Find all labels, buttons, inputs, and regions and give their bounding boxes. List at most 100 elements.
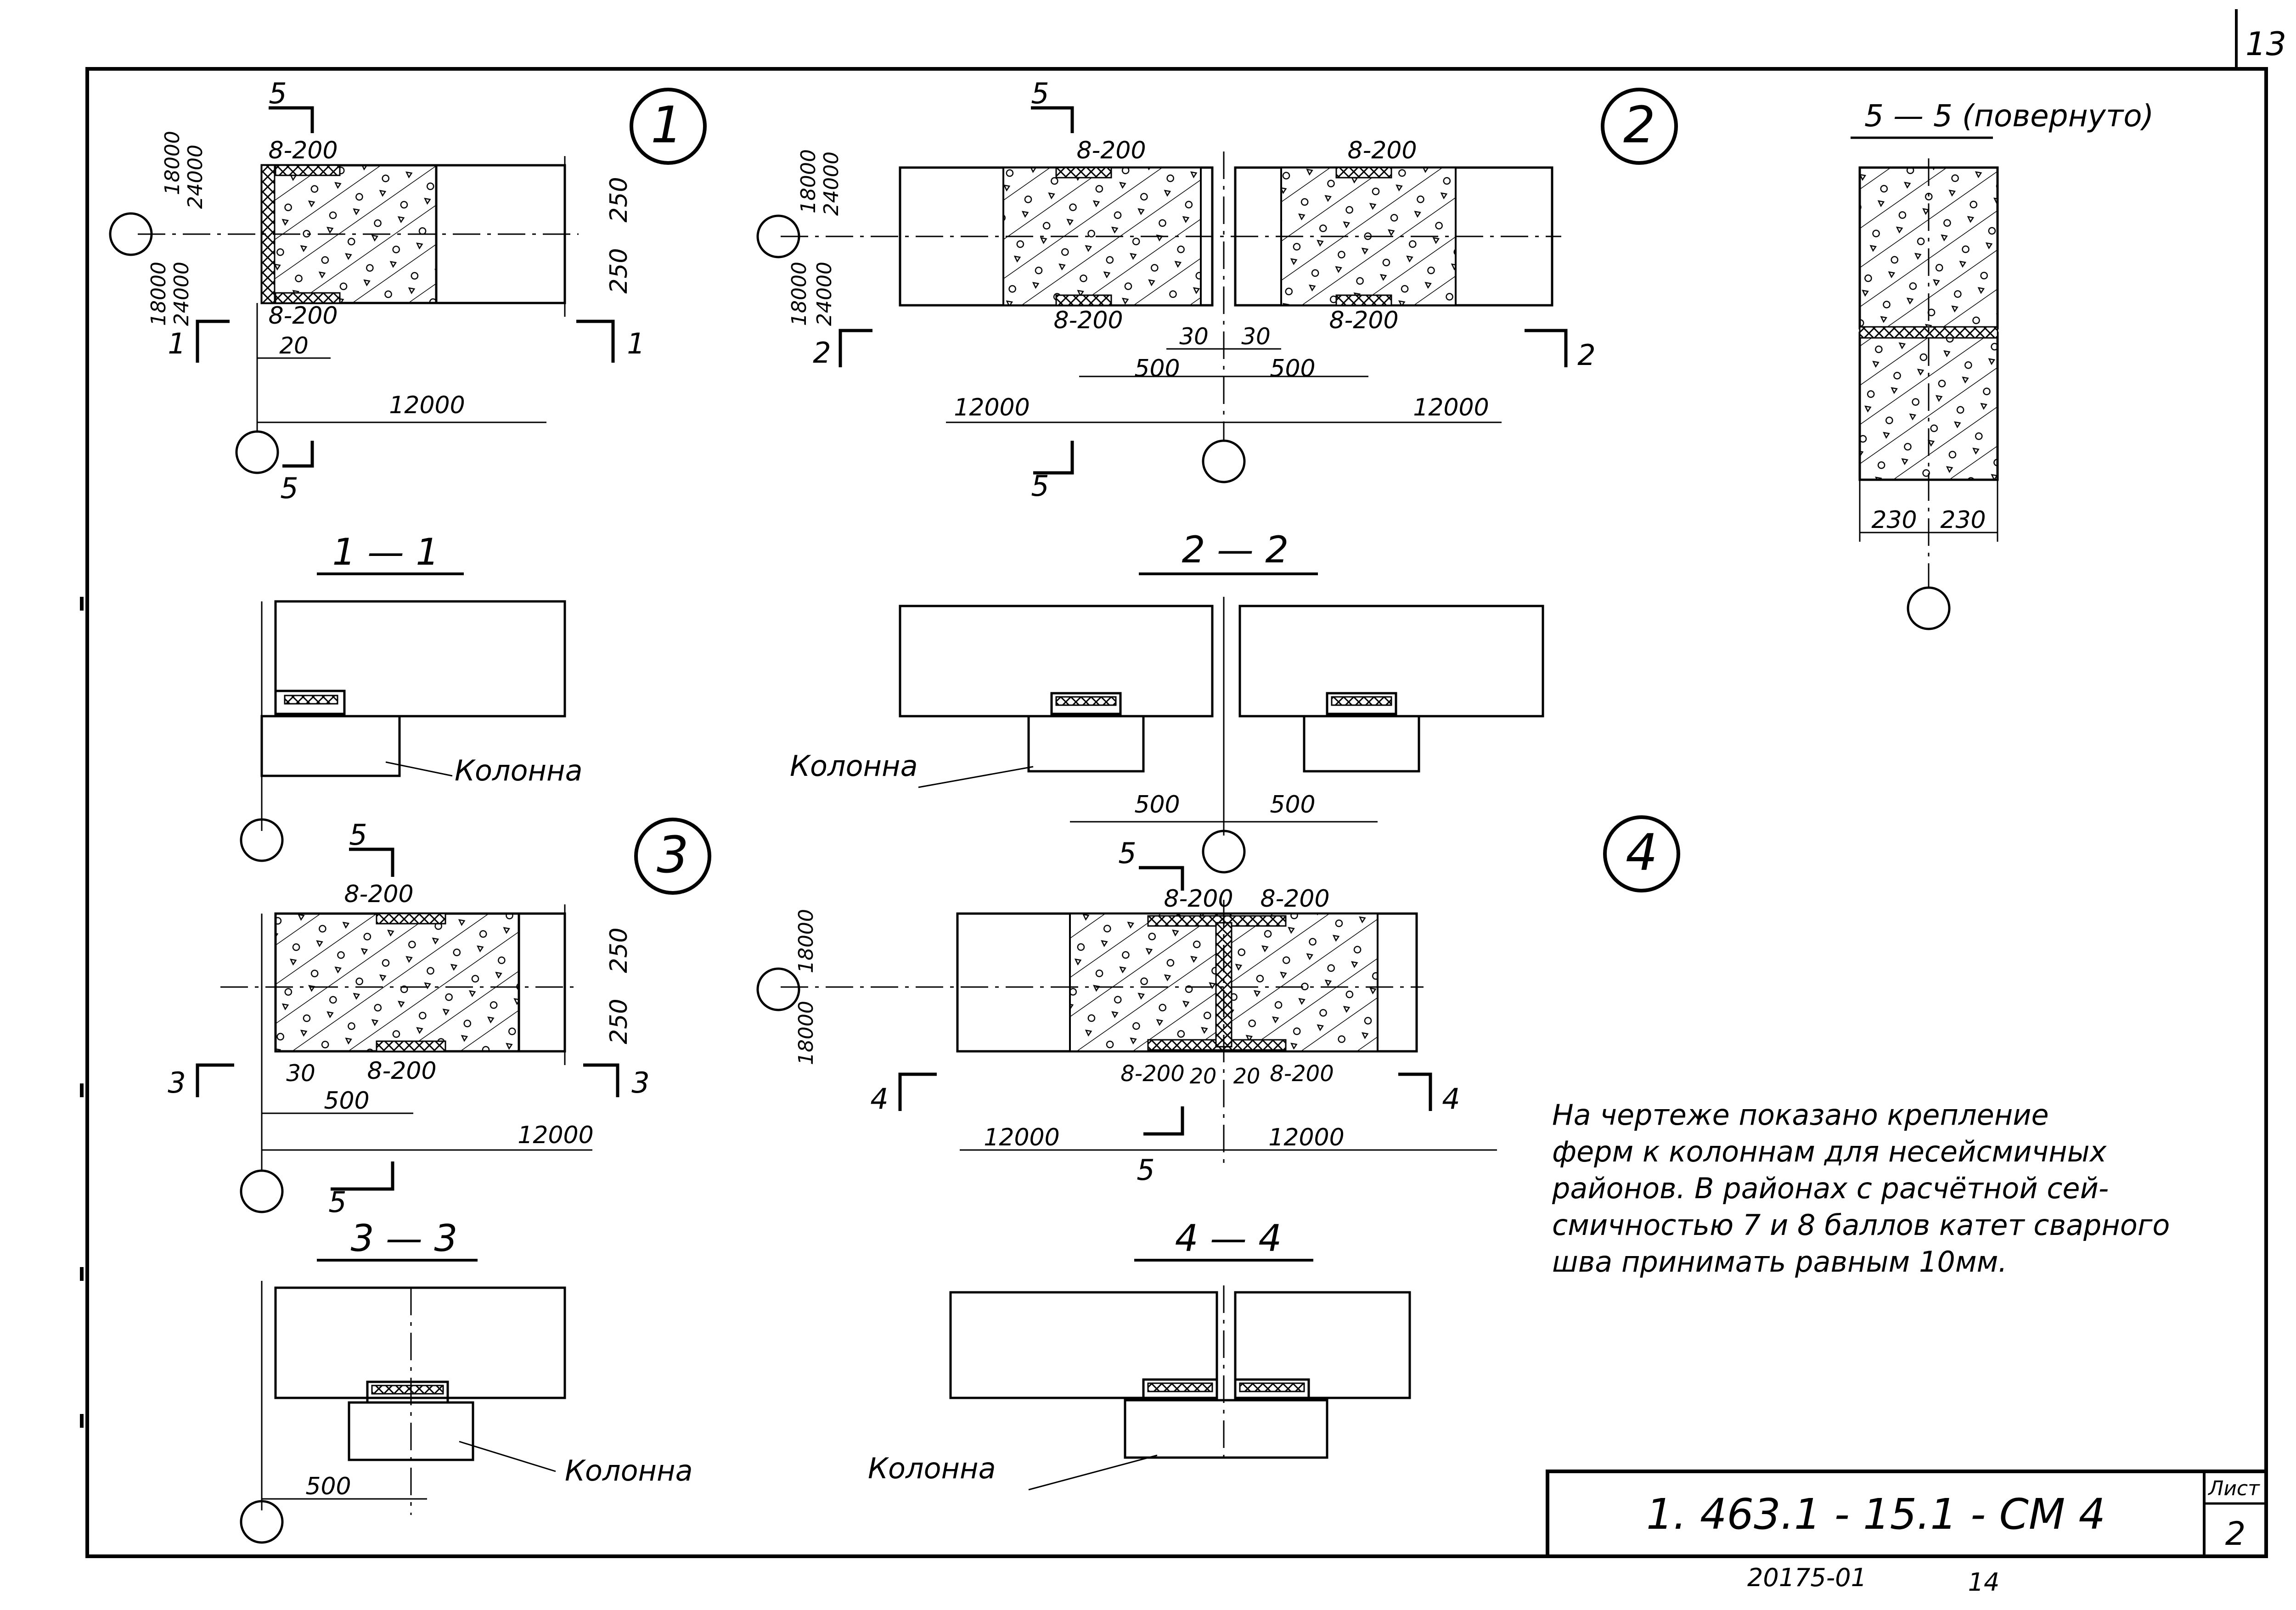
dim-24000: 24000 xyxy=(820,151,843,216)
section-mark-5: 5 xyxy=(1137,1153,1154,1187)
section-5-5-drawing xyxy=(1858,158,1999,630)
section-4-4-title: 4 — 4 xyxy=(1175,1217,1282,1260)
dim-12000: 12000 xyxy=(389,392,465,419)
dim-18000: 18000 xyxy=(797,149,820,213)
dim-500: 500 xyxy=(1134,355,1180,382)
section-mark-3: 3 xyxy=(631,1066,649,1100)
section-2-2-title: 2 — 2 xyxy=(1182,528,1289,571)
list-label: Лист xyxy=(2207,1477,2260,1500)
dim-weld: 8-200 xyxy=(1120,1061,1184,1087)
dim-30: 30 xyxy=(1179,323,1209,350)
dim-18000: 18000 xyxy=(794,1001,818,1065)
dim-12000: 12000 xyxy=(1268,1124,1344,1151)
axis-bubble xyxy=(240,1500,284,1544)
list-number: 2 xyxy=(2225,1515,2246,1553)
axis-bubble xyxy=(109,212,153,256)
archive-number: 20175-01 xyxy=(1747,1563,1867,1592)
dim-250: 250 xyxy=(605,177,633,222)
section-mark-5: 5 xyxy=(1031,469,1049,503)
dim-18000: 18000 xyxy=(147,262,170,326)
section-1-1-title: 1 — 1 xyxy=(332,531,439,573)
node-1-circle xyxy=(630,88,707,165)
section-mark-2: 2 xyxy=(813,336,831,370)
axis-bubble xyxy=(1907,586,1951,630)
dim-24000: 24000 xyxy=(813,262,836,326)
dim-18000: 18000 xyxy=(794,909,818,973)
section-mark-1: 1 xyxy=(168,327,186,360)
section-3-3-title: 3 — 3 xyxy=(351,1217,458,1260)
axis-bubble xyxy=(756,967,800,1011)
section-3-3-drawing xyxy=(240,1281,566,1544)
section-4-4-drawing xyxy=(949,1285,1411,1491)
note-line: На чертеже показано крепление xyxy=(1552,1098,2049,1132)
dim-20: 20 xyxy=(279,332,309,359)
section-mark-3: 3 xyxy=(168,1066,186,1100)
section-mark-5: 5 xyxy=(328,1185,346,1219)
node-4-plan xyxy=(756,900,1497,1166)
dim-500: 500 xyxy=(1270,355,1315,382)
column-label: Колонна xyxy=(455,754,583,787)
dim-24000: 24000 xyxy=(184,145,207,209)
dim-230: 230 xyxy=(1940,506,1986,534)
dim-weld: 8-200 xyxy=(1053,307,1123,334)
dim-weld: 8-200 xyxy=(268,137,338,164)
dim-18000: 18000 xyxy=(788,262,811,326)
section-1-1-drawing xyxy=(240,600,566,862)
node-3-label: 3 xyxy=(657,825,689,884)
dim-20: 20 xyxy=(1233,1064,1261,1088)
title-block xyxy=(1546,1470,2268,1558)
dim-weld: 8-200 xyxy=(1164,885,1233,913)
document-designation: 1. 463.1 - 15.1 - СМ 4 xyxy=(1646,1490,2105,1539)
section-2-2-drawing xyxy=(899,597,1544,874)
sheet-frame xyxy=(85,67,2268,1558)
section-mark-2: 2 xyxy=(1577,338,1595,372)
dim-weld: 8-200 xyxy=(1270,1061,1334,1087)
section-5-5-title: 5 — 5 (повернуто) xyxy=(1864,98,2154,134)
dim-12000: 12000 xyxy=(984,1124,1059,1151)
section-mark-1: 1 xyxy=(627,327,645,360)
node-1-plan xyxy=(109,156,579,474)
axis-bubble xyxy=(1202,439,1246,483)
section-mark-5: 5 xyxy=(269,77,287,110)
note-block: На чертеже показано крепление ферм к кол… xyxy=(1552,1098,2170,1279)
node-3-plan xyxy=(220,904,592,1213)
node-2-circle xyxy=(1601,88,1678,165)
node-2-plan xyxy=(756,151,1561,483)
dim-500: 500 xyxy=(1270,791,1315,819)
note-line: ферм к колоннам для несейсмичных xyxy=(1552,1135,2107,1168)
dim-30: 30 xyxy=(1241,323,1271,350)
dim-12000: 12000 xyxy=(954,394,1030,421)
dim-500: 500 xyxy=(324,1087,369,1115)
column-label: Колонна xyxy=(565,1454,693,1487)
dim-24000: 24000 xyxy=(170,262,193,326)
column-label: Колонна xyxy=(868,1452,996,1485)
section-mark-5: 5 xyxy=(280,471,298,505)
node-2-label: 2 xyxy=(1623,95,1655,154)
column-label: Колонна xyxy=(790,749,918,783)
section-mark-4: 4 xyxy=(1442,1082,1460,1116)
section-mark-5: 5 xyxy=(1031,77,1049,110)
note-line: смичностью 7 и 8 баллов катет сварного xyxy=(1552,1208,2170,1242)
page-number: 13 xyxy=(2245,25,2286,63)
dim-250: 250 xyxy=(605,927,633,973)
dim-weld: 8-200 xyxy=(1076,137,1146,164)
dim-230: 230 xyxy=(1871,506,1917,534)
dim-20: 20 xyxy=(1190,1064,1217,1088)
axis-bubble xyxy=(235,430,279,474)
dim-500: 500 xyxy=(305,1473,351,1500)
archive-sheet: 14 xyxy=(1968,1568,2000,1597)
section-mark-5: 5 xyxy=(1118,836,1136,870)
axis-bubble xyxy=(240,818,284,862)
axis-bubble xyxy=(756,214,800,258)
section-mark-4: 4 xyxy=(870,1082,888,1116)
dim-500: 500 xyxy=(1134,791,1180,819)
node-1-label: 1 xyxy=(651,95,683,154)
node-3-circle xyxy=(634,818,711,895)
axis-bubble xyxy=(240,1169,284,1213)
section-mark-5: 5 xyxy=(349,818,367,852)
node-4-label: 4 xyxy=(1626,823,1658,882)
dim-30: 30 xyxy=(286,1060,315,1087)
dim-weld: 8-200 xyxy=(1329,307,1398,334)
dim-250: 250 xyxy=(605,999,633,1044)
